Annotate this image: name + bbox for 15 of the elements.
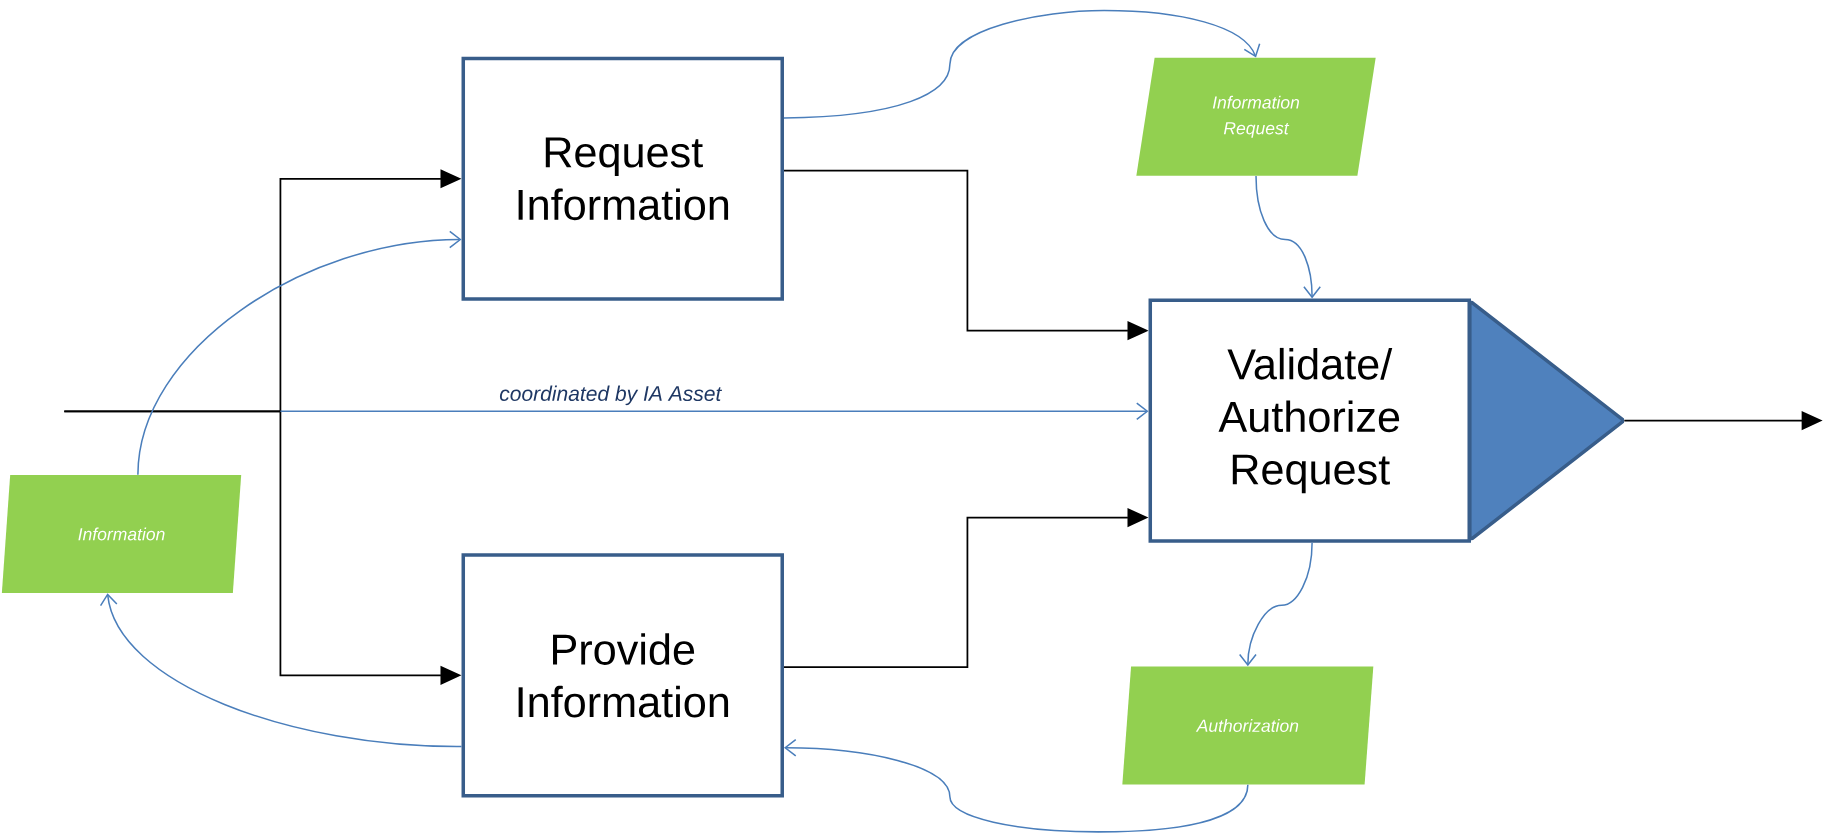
arrow (99, 593, 463, 748)
process-box: Request Information (461, 56, 784, 301)
arrow (1238, 541, 1313, 667)
arrow (137, 230, 462, 476)
data-parallelogram: Information (1, 474, 242, 593)
arrow (784, 738, 1249, 833)
data-parallelogram: Authorization (1122, 666, 1374, 785)
arrow (279, 402, 1149, 420)
process-box: Validate/ Authorize Request (1148, 298, 1471, 543)
triangle-shape (1469, 300, 1625, 541)
arrow (783, 9, 1261, 119)
data-parallelogram: Information Request (1136, 57, 1376, 176)
process-box: Provide Information (461, 553, 784, 798)
arrow (1255, 175, 1322, 299)
edge-label: coordinated by IA Asset (496, 383, 724, 408)
